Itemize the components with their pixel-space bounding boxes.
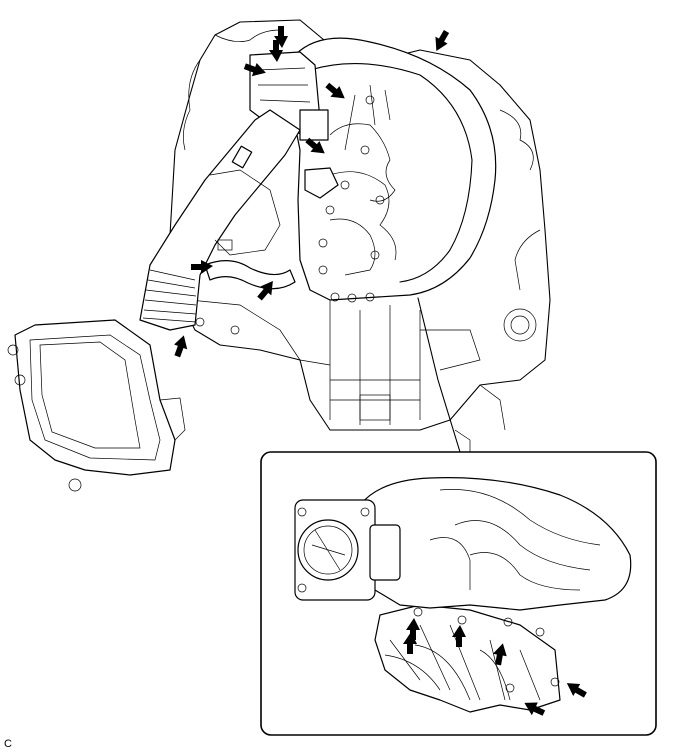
arrow-5 bbox=[435, 29, 450, 52]
arrow-8 bbox=[257, 281, 273, 301]
arrow-inset-4 bbox=[492, 643, 507, 666]
detail-leader-line bbox=[417, 297, 461, 453]
arrow-4 bbox=[325, 82, 345, 99]
air-cleaner-case bbox=[7, 319, 186, 492]
arrow-1 bbox=[269, 40, 283, 62]
arrow-6 bbox=[305, 137, 325, 154]
ventilation-hose bbox=[204, 260, 296, 290]
engine-block bbox=[169, 19, 551, 461]
callout-arrows bbox=[174, 26, 450, 358]
figure-corner-label: C bbox=[4, 738, 12, 750]
arrow-7 bbox=[191, 260, 213, 274]
arrow-inset-2 bbox=[403, 632, 417, 654]
detail-inset bbox=[260, 451, 657, 736]
arrow-inset-6 bbox=[524, 702, 546, 716]
arrow-9 bbox=[174, 335, 188, 358]
arrow-inset-1 bbox=[406, 618, 420, 640]
arrow-inset-3 bbox=[452, 625, 466, 647]
arrow-3 bbox=[274, 26, 288, 48]
air-intake-duct bbox=[139, 109, 301, 331]
intake-manifold bbox=[289, 37, 497, 303]
arrow-inset-5 bbox=[566, 683, 587, 698]
arrow-2 bbox=[243, 63, 266, 77]
